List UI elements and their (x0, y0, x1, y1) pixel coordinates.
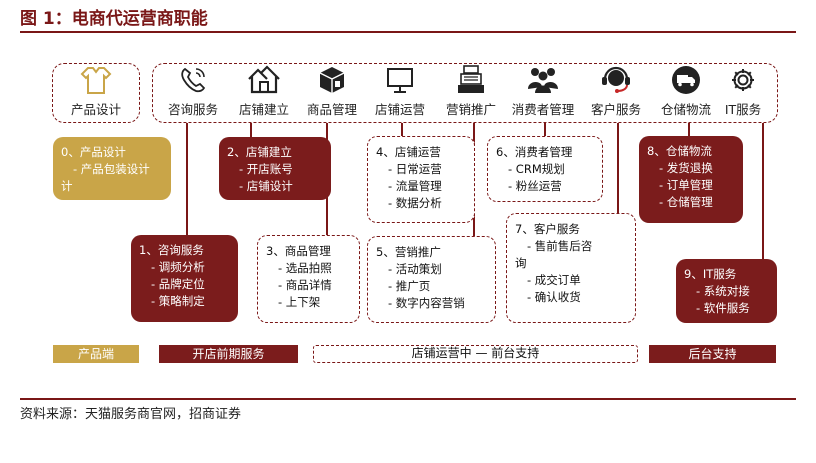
icon-label: 店铺运营 (374, 102, 425, 117)
box-item: - 流量管理 (388, 179, 442, 193)
box-item: - 调频分析 (151, 260, 205, 274)
icon-label: 客户服务 (590, 102, 641, 117)
icon-cell-warehousing-logistics: 仓储物流 (643, 65, 729, 118)
box-item: - 仓储管理 (659, 195, 713, 209)
box-title: 0、产品设计 (61, 145, 126, 159)
connector-logistics (688, 123, 690, 136)
box-item-wrap: 计 (61, 179, 73, 193)
box-item: - 数据分析 (388, 196, 442, 210)
connector-consulting (186, 123, 188, 235)
box-item-wrap: 询 (515, 256, 527, 270)
phone-icon (181, 67, 206, 93)
connector-store (250, 123, 252, 137)
box-warehousing-logistics: 8、仓储物流 - 发货退换 - 订单管理 - 仓储管理 (639, 136, 743, 223)
source-note: 资料来源：天猫服务商官网，招商证券 (20, 407, 242, 422)
cash-register-icon (458, 65, 484, 93)
design-icon-frame (52, 63, 140, 123)
icon-label: 产品设计 (70, 102, 121, 117)
icon-cell-consulting: 咨询服务 (150, 65, 236, 118)
headset-icon (602, 66, 630, 93)
box-consulting: 1、咨询服务 - 调频分析 - 品牌定位 - 策略制定 (131, 235, 238, 322)
tshirt-icon (80, 67, 112, 94)
house-icon (248, 65, 280, 94)
box-customer-service: 7、客户服务 - 售前售后咨 询 - 成交订单 - 确认收货 (506, 213, 636, 323)
icon-cell-product-design: 产品设计 (53, 65, 139, 118)
box-title: 7、客户服务 (515, 222, 580, 236)
box-item: - 产品包装设计 (73, 162, 150, 176)
box-title: 8、仓储物流 (647, 144, 712, 158)
box-item: - 店铺设计 (239, 179, 293, 193)
box-item: - 系统对接 (696, 284, 750, 298)
connector-ops (401, 123, 403, 136)
icon-label: 营销推广 (445, 102, 496, 117)
box-it-service: 9、IT服务 - 系统对接 - 软件服务 (676, 259, 777, 323)
box-item: - 数字内容营销 (388, 296, 465, 310)
icon-label: 仓储物流 (660, 102, 711, 117)
people-icon (528, 68, 558, 93)
band-product-end: 产品端 (53, 345, 139, 363)
box-goods-management: 3、商品管理 - 选品拍照 - 商品详情 - 上下架 (257, 235, 360, 323)
bottom-rule (20, 398, 796, 400)
box-title: 9、IT服务 (684, 267, 737, 281)
icon-label: 消费者管理 (511, 102, 575, 117)
icon-cell-goods-management: 商品管理 (289, 65, 375, 118)
box-item: - 推广页 (388, 279, 431, 293)
title-rule (20, 31, 796, 33)
icon-cell-customer-service: 客户服务 (573, 65, 659, 118)
icon-cell-marketing: 营销推广 (428, 65, 514, 118)
icon-cell-it-service: IT服务 (700, 65, 786, 118)
icon-label: IT服务 (724, 102, 762, 117)
box-item: - 粉丝运营 (508, 179, 562, 193)
box-title: 1、咨询服务 (139, 243, 204, 257)
icon-cell-consumer-management: 消费者管理 (500, 65, 586, 118)
box-item: - 软件服务 (696, 301, 750, 315)
icon-label: 店铺建立 (238, 102, 289, 117)
box-item: - 选品拍照 (278, 261, 332, 275)
gear-icon (732, 69, 754, 91)
box-title: 5、营销推广 (376, 245, 441, 259)
icon-cell-store-operations: 店铺运营 (357, 65, 443, 118)
band-mid-operations: 店铺运营中 — 前台支持 (313, 345, 638, 363)
box-item: - 开店账号 (239, 162, 293, 176)
band-pre-open: 开店前期服务 (159, 345, 298, 363)
box-item: - CRM规划 (508, 162, 565, 176)
box-title: 2、店铺建立 (227, 145, 292, 159)
box-consumer-management: 6、消费者管理 - CRM规划 - 粉丝运营 (487, 136, 603, 202)
box-item: - 上下架 (278, 295, 321, 309)
box-title: 6、消费者管理 (496, 145, 573, 159)
monitor-icon (387, 68, 413, 93)
package-icon (319, 67, 345, 93)
box-item: - 订单管理 (659, 178, 713, 192)
figure-title: 图 1：电商代运营商职能 (20, 9, 208, 29)
band-backend: 后台支持 (649, 345, 776, 363)
box-item: - 确认收货 (527, 290, 581, 304)
icon-label: 商品管理 (306, 102, 357, 117)
box-item: - 成交订单 (527, 273, 581, 287)
box-store-setup: 2、店铺建立 - 开店账号 - 店铺设计 (219, 137, 331, 200)
box-item: - 策略制定 (151, 294, 205, 308)
icon-cell-store-setup: 店铺建立 (221, 65, 307, 118)
box-title: 4、店铺运营 (376, 145, 441, 159)
box-store-operations: 4、店铺运营 - 日常运营 - 流量管理 - 数据分析 (367, 136, 475, 223)
box-item: - 活动策划 (388, 262, 442, 276)
box-item: - 发货退换 (659, 161, 713, 175)
box-product-design: 0、产品设计 - 产品包装设计 计 (53, 137, 171, 200)
services-icon-frame (152, 63, 778, 123)
box-title: 3、商品管理 (266, 244, 331, 258)
box-item: - 品牌定位 (151, 277, 205, 291)
connector-service (617, 123, 619, 213)
box-item: - 日常运营 (388, 162, 442, 176)
icon-label: 咨询服务 (167, 102, 218, 117)
box-item: - 售前售后咨 (527, 239, 593, 253)
connector-it (762, 123, 764, 259)
truck-icon (672, 66, 700, 94)
box-marketing: 5、营销推广 - 活动策划 - 推广页 - 数字内容营销 (367, 236, 496, 323)
connector-consumer (544, 123, 546, 136)
box-item: - 商品详情 (278, 278, 332, 292)
